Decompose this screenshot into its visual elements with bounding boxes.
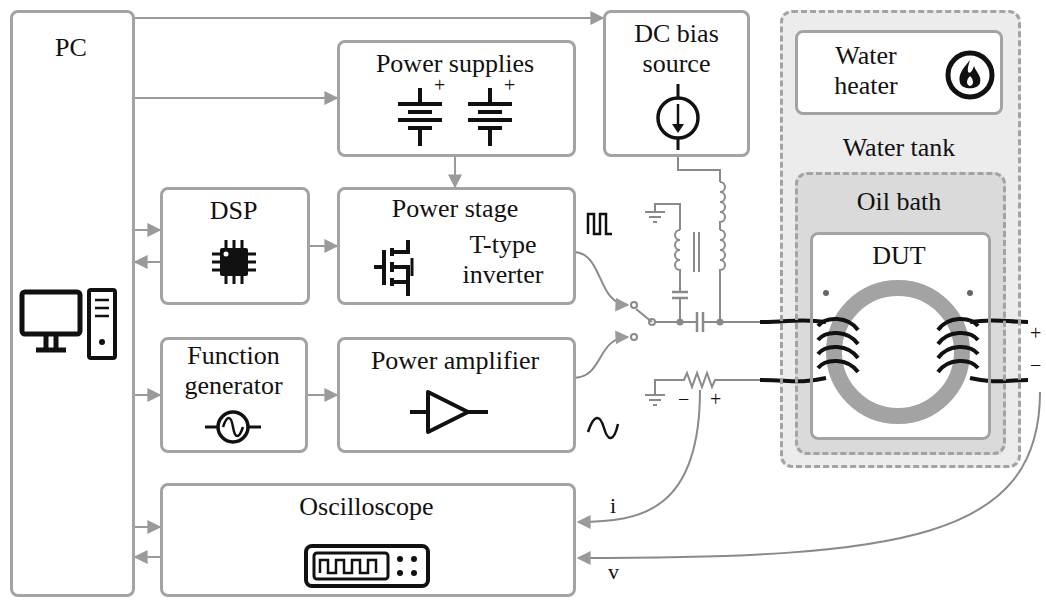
signal-name: i — [608, 494, 618, 518]
sine-wave-glyph — [588, 418, 618, 438]
computer-icon — [22, 290, 115, 358]
process-box: Function generator — [160, 337, 308, 453]
region-fills — [780, 10, 1021, 468]
signal-arrow — [135, 394, 160, 396]
label-holder: − — [676, 388, 691, 410]
winding-turn — [938, 319, 978, 330]
label-holder: + — [502, 74, 517, 96]
polarity-sign: − — [1028, 354, 1043, 376]
text-holder: DC bias source — [610, 19, 743, 79]
winding-turn — [938, 347, 978, 358]
text-holder: Oscilloscope — [163, 492, 570, 522]
text-holder: T-type inverter — [438, 230, 568, 290]
box-label: Water tank — [783, 133, 1015, 163]
square-wave-glyph — [588, 214, 612, 234]
text-holder: Function generator — [165, 341, 302, 401]
signal-arrow — [135, 556, 160, 558]
winding-turn — [938, 333, 978, 344]
mosfet-symbol — [374, 240, 412, 296]
process-box: DUT Oil bath — [795, 172, 1006, 455]
region-fill — [810, 232, 991, 440]
region-fill — [795, 30, 1003, 115]
box-label: Function generator — [165, 341, 302, 401]
label-holder: + — [432, 74, 447, 96]
box-label: Water heater — [810, 41, 922, 101]
label-holder: v — [606, 560, 621, 584]
winding-wires — [760, 320, 1028, 381]
signal-arrow — [135, 17, 603, 19]
text-holder: Power stage — [340, 194, 570, 224]
process-box: DSP — [160, 187, 310, 305]
polarity-sign: + — [432, 74, 447, 96]
process-box: Power supplies — [337, 40, 576, 157]
signal-arrow — [135, 97, 337, 99]
box-label: T-type inverter — [438, 230, 568, 290]
label-holder: + — [708, 388, 723, 410]
label-holder: + — [1028, 322, 1043, 344]
box-label: DC bias source — [610, 19, 743, 79]
text-holder: PC — [13, 33, 129, 63]
signal-arrow — [454, 157, 456, 187]
text-holder: DUT — [813, 241, 985, 271]
toroid-core — [760, 288, 1028, 416]
box-label: Power amplifier — [340, 346, 570, 376]
process-box: Power amplifier — [337, 337, 576, 453]
winding-turn — [938, 361, 978, 372]
process-box: DC bias source — [603, 10, 750, 157]
sine-source-symbol — [205, 412, 261, 442]
label-holder: − — [1028, 354, 1043, 376]
winding-turn — [818, 333, 858, 344]
box-label: Oscilloscope — [163, 492, 570, 522]
winding-turn — [818, 347, 858, 358]
box-label: DUT — [813, 241, 985, 271]
text-holder: Power amplifier — [340, 346, 570, 376]
battery-symbols — [398, 88, 512, 146]
text-holder: DSP — [163, 196, 304, 226]
polarity-sign: + — [708, 388, 723, 410]
winding-turn — [818, 361, 858, 372]
polarity-sign: − — [676, 388, 691, 410]
process-box: Water heater — [795, 30, 1003, 115]
box-label: Oil bath — [798, 187, 1000, 217]
signal-arrow — [310, 245, 337, 247]
region-fill — [795, 172, 1006, 455]
process-box: Power stageT-type inverter — [337, 187, 576, 305]
chip-icon — [212, 240, 256, 284]
signal-arrow — [135, 261, 160, 263]
signal-arrow — [308, 394, 337, 396]
label-holder: i — [608, 494, 618, 518]
box-label: Power stage — [340, 194, 570, 224]
winding-turn — [818, 319, 858, 330]
signal-arrow — [135, 526, 160, 528]
polarity-sign: + — [502, 74, 517, 96]
signal-name: v — [606, 560, 621, 584]
flame-icon — [948, 53, 992, 97]
text-holder: Water tank — [783, 133, 1015, 163]
current-source-symbol — [658, 84, 698, 150]
signal-arrow — [135, 229, 160, 231]
text-holder: Water heater — [810, 41, 922, 101]
text-holder: Power supplies — [340, 49, 570, 79]
polarity-sign: + — [1028, 322, 1043, 344]
process-box: Oscilloscope — [160, 483, 576, 597]
box-label: Power supplies — [340, 49, 570, 79]
process-box: DUT — [810, 232, 991, 440]
process-box: PC — [10, 10, 135, 597]
oscilloscope-icon — [306, 546, 428, 586]
process-box: Water heaterDUT Oil bath Water tank — [780, 10, 1021, 468]
circuit-wiring — [573, 157, 1040, 558]
text-holder: Oil bath — [798, 187, 1000, 217]
region-fill — [780, 10, 1021, 468]
box-label: DSP — [163, 196, 304, 226]
amplifier-symbol — [410, 392, 488, 432]
box-label: PC — [13, 33, 129, 63]
